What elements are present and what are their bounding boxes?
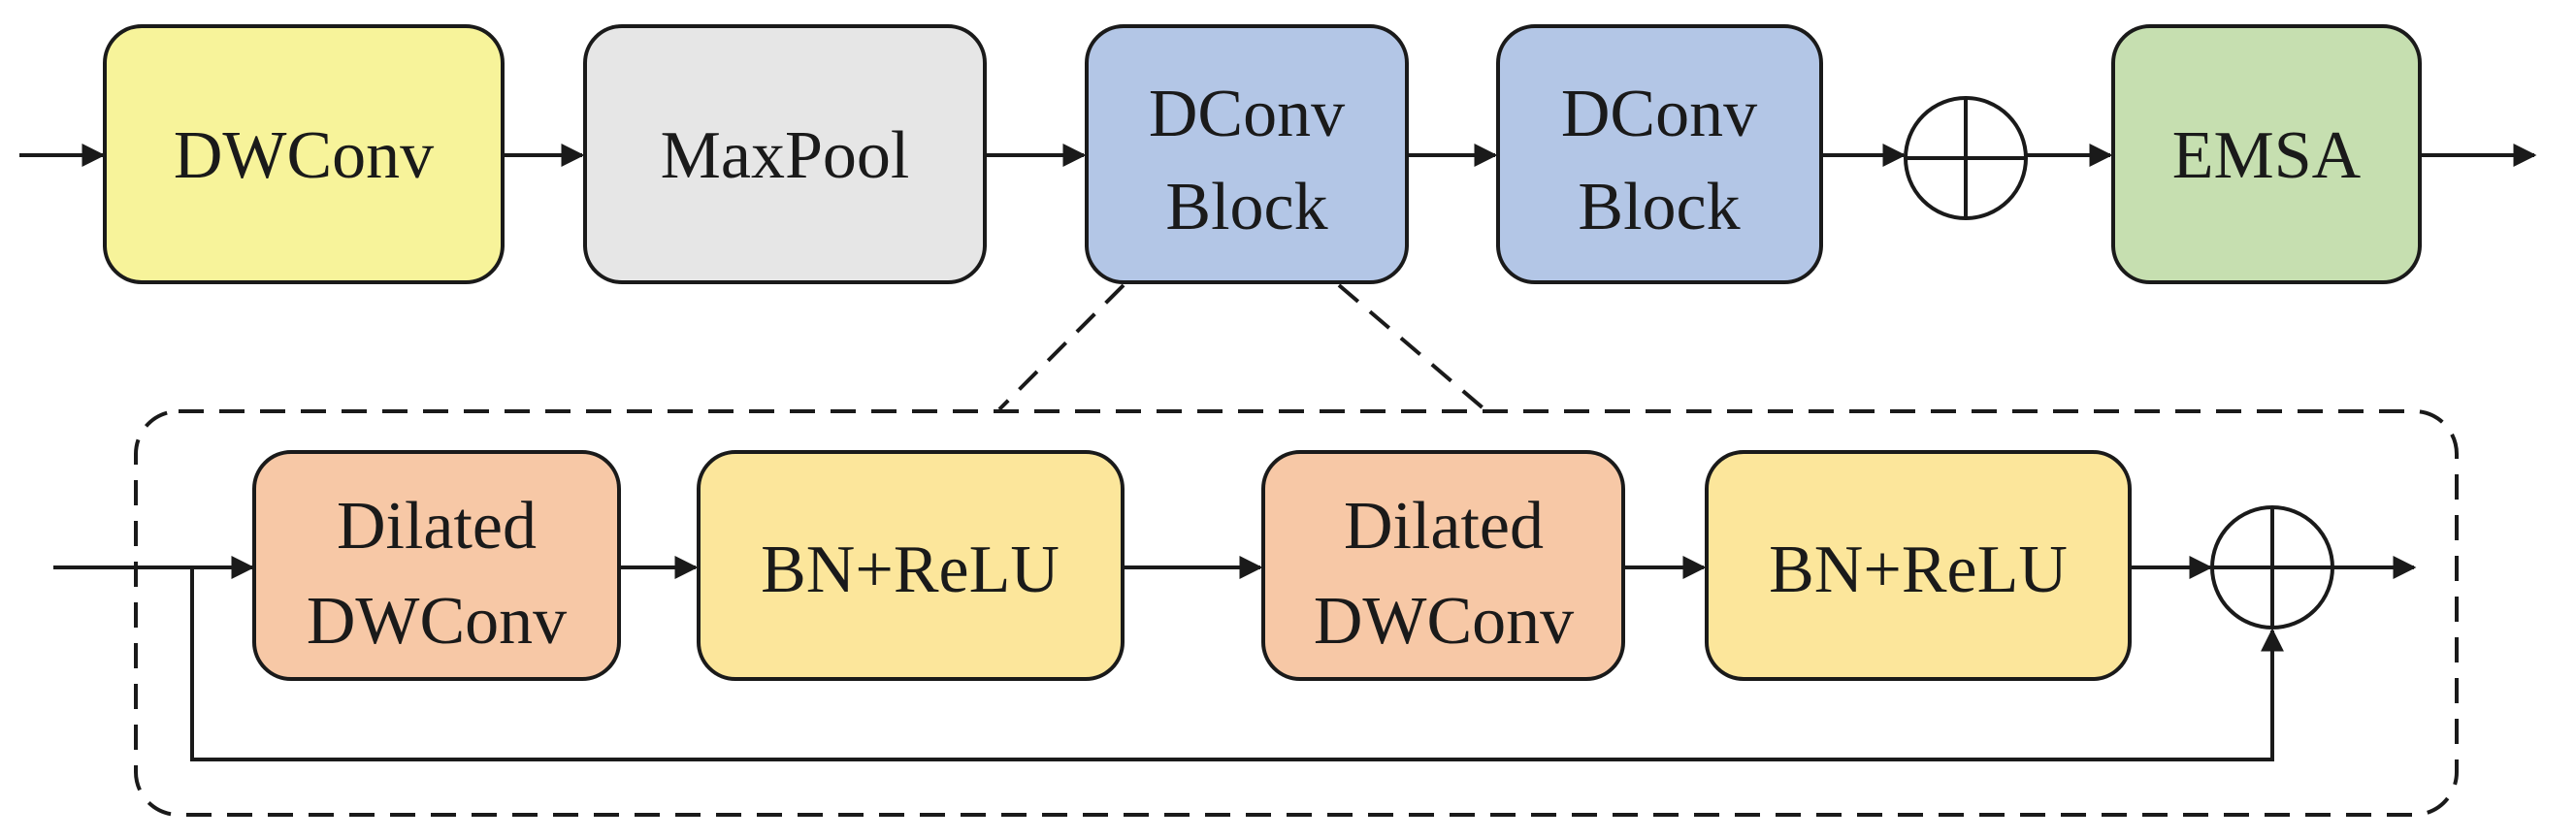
dconv-block-2-label-line1: DConv [1561, 77, 1757, 151]
dconv-block-2-box [1496, 24, 1823, 284]
dilated-dwconv-2-label-line2: DWConv [1314, 584, 1574, 659]
dilated-dwconv-1-box [252, 450, 621, 681]
dilated-dwconv-block-1: Dilated DWConv [252, 450, 621, 681]
dconv-block-detail-container [134, 409, 2459, 817]
expansion-line-left [997, 283, 1125, 411]
bn-relu-2-label: BN+ReLU [1769, 533, 2068, 607]
bn-relu-1-box [697, 450, 1125, 681]
maxpool-label: MaxPool [661, 118, 910, 193]
dconv-block-2: DConv Block [1496, 24, 1823, 284]
bn-relu-2-box [1705, 450, 2132, 681]
bn-relu-block-2: BN+ReLU [1705, 450, 2132, 681]
emsa-box [2111, 24, 2422, 284]
dconv-block-1: DConv Block [1085, 24, 1409, 284]
expansion-line-right [1337, 283, 1486, 411]
dconv-block-1-box [1085, 24, 1409, 284]
emsa-block: EMSA [2111, 24, 2422, 284]
dconv-block-1-label-line1: DConv [1149, 77, 1345, 151]
maxpool-block: MaxPool [583, 24, 987, 284]
dconv-block-1-label-line2: Block [1165, 170, 1327, 244]
dilated-dwconv-1-label-line2: DWConv [307, 584, 567, 659]
dilated-dwconv-1-label-line1: Dilated [337, 489, 537, 564]
dconv-block-2-label-line2: Block [1578, 170, 1740, 244]
top-sum-node [1904, 96, 2028, 220]
emsa-label: EMSA [2172, 118, 2362, 193]
skip-connection [190, 567, 2284, 761]
dilated-dwconv-2-box [1261, 450, 1625, 681]
bn-relu-block-1: BN+ReLU [697, 450, 1125, 681]
dwconv-box [103, 24, 505, 284]
expansion-lines [997, 283, 1486, 411]
dilated-dwconv-2-label-line1: Dilated [1344, 489, 1544, 564]
bn-relu-1-label: BN+ReLU [761, 533, 1060, 607]
dilated-dwconv-block-2: Dilated DWConv [1261, 450, 1625, 681]
detail-sum-node [2210, 505, 2334, 630]
detail-connectors [53, 556, 2417, 761]
dwconv-label: DWConv [174, 118, 434, 193]
dwconv-block: DWConv [103, 24, 505, 284]
maxpool-box [583, 24, 987, 284]
